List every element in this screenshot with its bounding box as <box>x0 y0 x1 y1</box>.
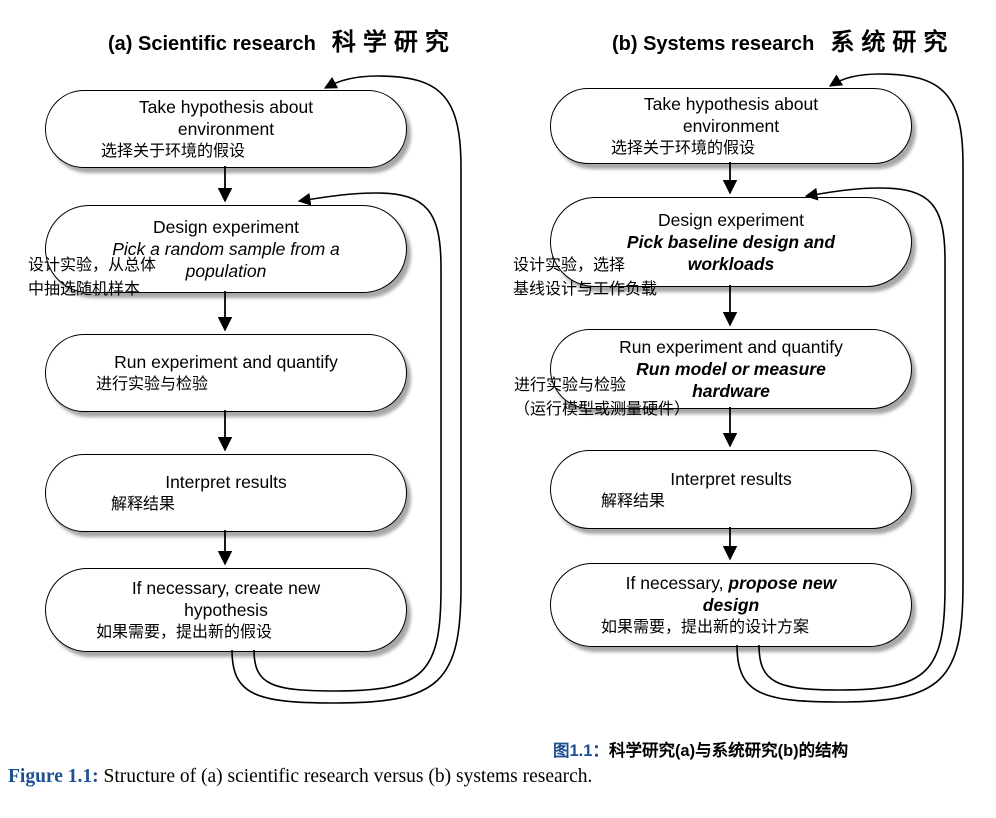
caption-zh: 图1.1：科学研究(a)与系统研究(b)的结构 <box>553 737 848 761</box>
side-note-line: 设计实验，选择 <box>513 257 626 274</box>
column-a-title-zh: 科学研究 <box>331 29 456 56</box>
box-line: design <box>702 595 760 615</box>
box-line-segment: If necessary, <box>625 573 729 593</box>
caption-en-text: Structure of (a) scientific research ver… <box>98 766 593 787</box>
box-line: If necessary, propose new <box>626 572 837 594</box>
box-line: Interpret results <box>165 472 287 492</box>
box-interpret-results-b: Interpret results 解释结果 <box>550 450 912 529</box>
side-note-run-b: 进行实验与检验 （运行模型或测量硬件） <box>514 374 690 422</box>
side-note-design-b: 设计实验，选择 基线设计与工作负载 <box>513 254 657 302</box>
box-line: Take hypothesis about <box>138 97 314 117</box>
box-take-hypothesis-b: Take hypothesis about environment 选择关于环境… <box>550 88 912 164</box>
column-b-heading: (b) Systems research 系统研究 <box>612 22 954 57</box>
box-interpret-results-a: Interpret results 解释结果 <box>45 454 407 532</box>
box-line: hypothesis <box>184 600 268 620</box>
box-line: Design experiment <box>658 210 804 230</box>
caption-en: Figure 1.1: Structure of (a) scientific … <box>8 766 592 788</box>
side-note-design-a: 设计实验，从总体 中抽选随机样本 <box>28 254 156 302</box>
box-run-experiment-a: Run experiment and quantify 进行实验与检验 <box>45 334 407 412</box>
column-a-heading: (a) Scientific research 科学研究 <box>108 22 456 57</box>
caption-zh-text: 科学研究(a)与系统研究(b)的结构 <box>608 742 849 760</box>
side-note-line: 中抽选随机样本 <box>28 281 141 298</box>
box-line-zh: 选择关于环境的假设 <box>101 143 246 160</box>
box-line-zh: 进行实验与检验 <box>96 376 209 393</box>
box-line-zh: 如果需要，提出新的设计方案 <box>601 619 810 636</box>
column-b-title-en: (b) Systems research <box>612 33 815 55</box>
box-line: environment <box>177 119 275 139</box>
box-line: Design experiment <box>153 217 299 237</box>
box-line: If necessary, create new <box>131 578 321 598</box>
side-note-line: 进行实验与检验 <box>514 377 627 394</box>
box-line: hardware <box>692 381 770 401</box>
column-b-title-zh: 系统研究 <box>830 29 955 56</box>
side-note-line: 基线设计与工作负载 <box>513 281 658 298</box>
box-line: Take hypothesis about <box>643 94 819 114</box>
box-line: Run experiment and quantify <box>619 337 843 357</box>
box-line: Pick baseline design and <box>626 232 836 252</box>
box-line-zh: 解释结果 <box>111 496 176 513</box>
box-line: Run experiment and quantify <box>114 352 338 372</box>
box-line: environment <box>682 116 780 136</box>
box-line: workloads <box>687 254 775 274</box>
side-note-line: 设计实验，从总体 <box>28 257 157 274</box>
box-line: Interpret results <box>670 468 792 489</box>
box-line-zh: 如果需要，提出新的假设 <box>96 624 273 641</box>
box-new-hypothesis-a: If necessary, create new hypothesis 如果需要… <box>45 568 407 652</box>
column-a-title-en: (a) Scientific research <box>108 33 316 55</box>
side-note-line: （运行模型或测量硬件） <box>514 401 691 418</box>
box-line: population <box>185 261 267 281</box>
box-line-zh: 解释结果 <box>601 492 666 510</box>
box-line-zh: 选择关于环境的假设 <box>611 140 756 157</box>
box-propose-design-b: If necessary, propose new design 如果需要，提出… <box>550 563 912 647</box>
box-line-segment: propose new <box>728 573 837 593</box>
box-take-hypothesis-a: Take hypothesis about environment 选择关于环境… <box>45 90 407 168</box>
caption-zh-label: 图1.1： <box>553 742 609 760</box>
caption-en-label: Figure 1.1: <box>8 766 99 787</box>
